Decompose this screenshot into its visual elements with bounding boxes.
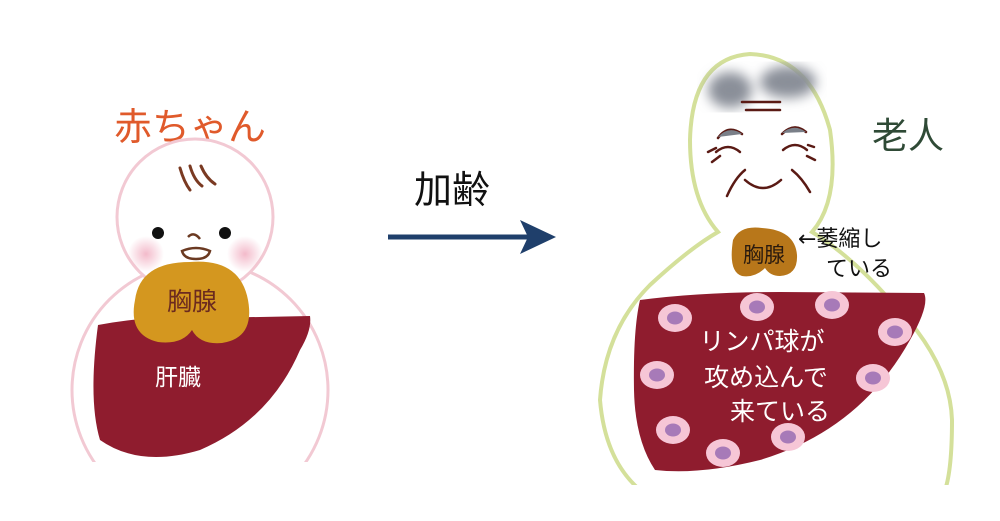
- baby-figure: 赤ちゃん 胸腺 肝臓: [60, 105, 360, 521]
- elderly-liver: [633, 292, 926, 472]
- elderly-thymus-label: 胸腺: [743, 243, 785, 267]
- lymphocyte-cell: [771, 423, 805, 451]
- elderly-figure: 老人 胸腺 ←萎縮し ている リンパ球が 攻め込んで 来ている: [590, 51, 970, 521]
- aging-label: 加齢: [414, 168, 490, 212]
- lymphocyte-cell: [656, 416, 690, 444]
- elderly-liver-text-line1: リンパ球が: [699, 327, 824, 356]
- baby-eye-left: [152, 227, 164, 239]
- lymphocyte-cell: [640, 361, 674, 389]
- elderly-liver-text-line2: 攻め込んで: [704, 363, 828, 392]
- baby-thymus: [133, 261, 250, 344]
- elderly-eyebrow-right: [782, 127, 806, 133]
- elderly-hair: [708, 66, 816, 108]
- atrophy-annotation-line1: ←萎縮し: [798, 227, 882, 252]
- baby-liver: [93, 316, 311, 458]
- elderly-eyebrow-left: [718, 130, 742, 137]
- elderly-title: 老人: [872, 116, 944, 157]
- baby-mouth: [180, 246, 212, 261]
- lymphocyte-cells: [640, 291, 912, 467]
- baby-thymus-label: 胸腺: [167, 287, 217, 316]
- lymphocyte-cell: [658, 304, 692, 332]
- lymphocyte-cell: [815, 291, 849, 319]
- baby-eye-right: [219, 227, 231, 239]
- lymphocyte-cell: [878, 318, 912, 346]
- elderly-thymus: [731, 227, 798, 277]
- lymphocyte-cell: [740, 293, 774, 321]
- baby-cheek-left: [128, 236, 164, 272]
- lymphocyte-cell: [856, 364, 890, 392]
- baby-hair: [178, 164, 217, 192]
- aging-arrow: 加齢: [388, 168, 556, 254]
- baby-nose: [187, 233, 201, 240]
- lymphocyte-cell: [706, 439, 740, 467]
- elderly-liver-text-line3: 来ている: [730, 397, 830, 426]
- baby-cheek-right: [227, 236, 263, 272]
- atrophy-annotation-line2: ている: [826, 257, 892, 282]
- baby-liver-label: 肝臓: [155, 365, 201, 391]
- arrow-head-icon: [520, 220, 556, 254]
